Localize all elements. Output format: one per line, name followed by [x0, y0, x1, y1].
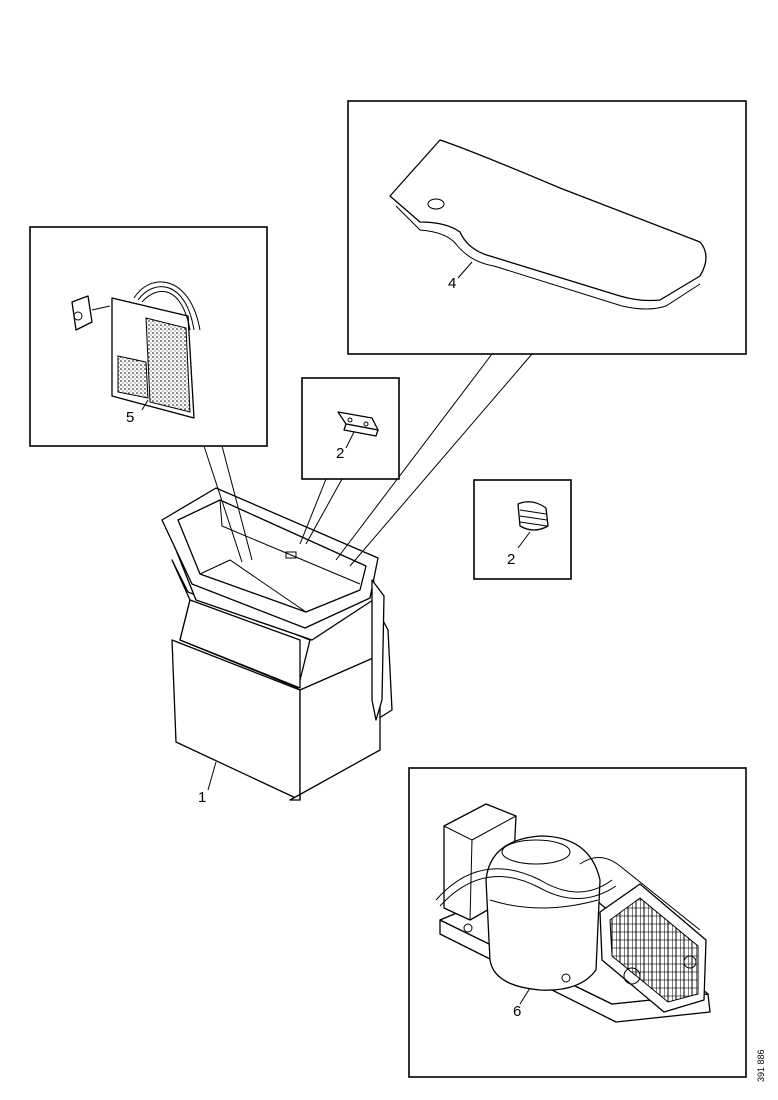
leader-1 — [207, 761, 217, 791]
callout-4: 4 — [448, 275, 456, 292]
callout-2-right: 2 — [507, 551, 515, 568]
inset-pad-right: 2 — [473, 479, 572, 580]
switch-icon — [71, 295, 93, 331]
inset-compressor-unit: 6 — [408, 767, 747, 1078]
callout-2-upper: 2 — [336, 445, 344, 462]
inset-pad-upper: 2 — [299, 377, 400, 545]
callout-6: 6 — [513, 1003, 521, 1020]
drawing-number: 391 886 — [756, 1049, 766, 1082]
callout-5: 5 — [126, 409, 134, 426]
inset-control-panel: 5 — [29, 226, 268, 563]
cabinet-part — [161, 487, 393, 801]
lid-icon — [389, 139, 707, 302]
compressor-icon — [485, 835, 601, 991]
callout-1: 1 — [198, 789, 206, 806]
inset-lid: 4 — [335, 100, 747, 567]
